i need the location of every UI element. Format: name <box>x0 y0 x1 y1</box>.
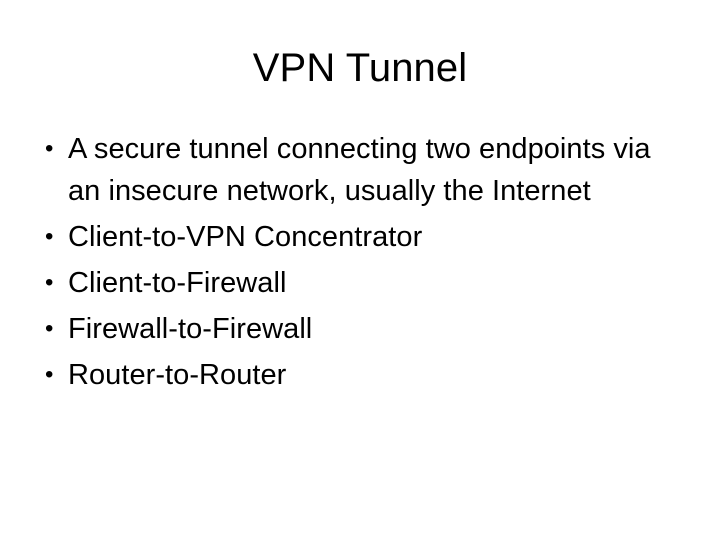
list-item: • A secure tunnel connecting two endpoin… <box>36 128 684 212</box>
list-item-text: Router-to-Router <box>68 359 287 391</box>
bullet-point-icon: • <box>45 315 54 342</box>
bullet-point-icon: • <box>45 269 54 296</box>
bullet-list: • A secure tunnel connecting two endpoin… <box>36 128 684 396</box>
list-item: • Client-to-VPN Concentrator <box>36 216 684 258</box>
bullet-point-icon: • <box>45 135 54 162</box>
list-item: • Firewall-to-Firewall <box>36 308 684 350</box>
bullet-point-icon: • <box>45 223 54 250</box>
list-item: • Client-to-Firewall <box>36 262 684 304</box>
list-item-text: Client-to-Firewall <box>68 267 287 299</box>
list-item-text: Client-to-VPN Concentrator <box>68 221 423 253</box>
list-item: • Router-to-Router <box>36 354 684 396</box>
list-item-text: A secure tunnel connecting two endpoints… <box>68 133 651 207</box>
slide-body: • A secure tunnel connecting two endpoin… <box>36 128 684 396</box>
bullet-point-icon: • <box>45 361 54 388</box>
list-item-text: Firewall-to-Firewall <box>68 313 313 345</box>
slide-title: VPN Tunnel <box>252 46 468 90</box>
